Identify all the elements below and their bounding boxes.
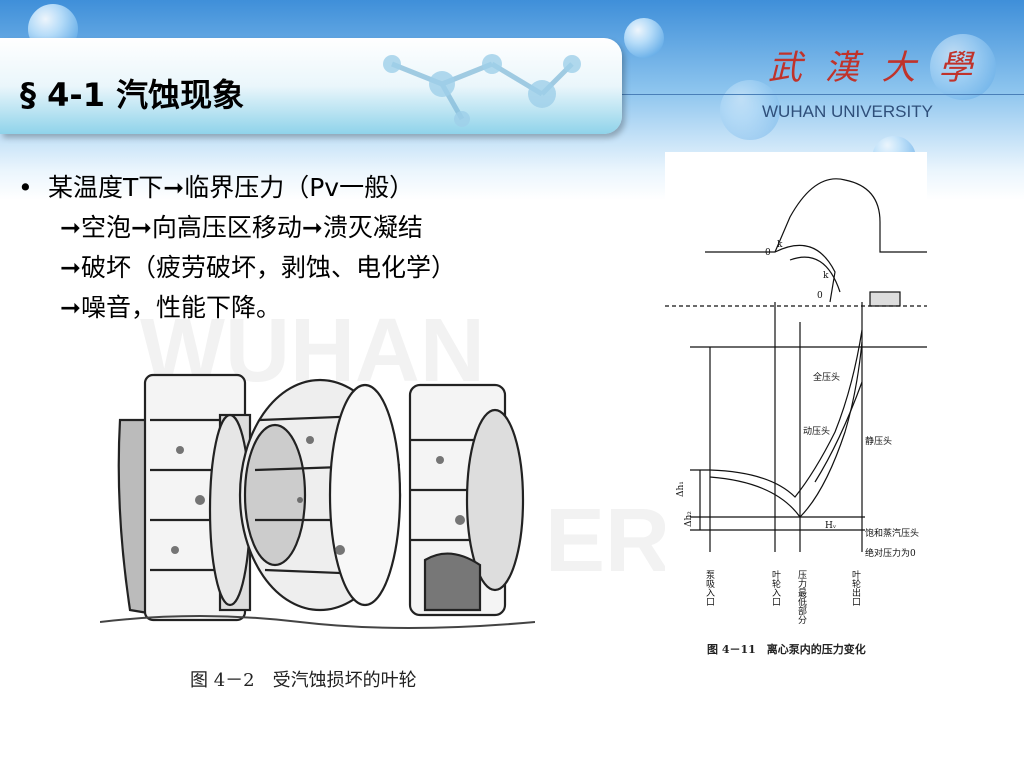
decor-bubble [624,18,664,58]
label-dh1: Δh₁ [676,481,686,497]
label-k1: k [777,240,783,250]
decor-bubble [930,34,996,100]
bullet-line: ➞破坏（疲劳破坏，剥蚀、电化学） [60,253,456,282]
bullet-line: ➞空泡➞向高压区移动➞溃灭凝结 [60,213,423,242]
decor-bubble [720,80,780,140]
header-divider [622,94,1024,95]
molecule-decoration [383,54,581,127]
university-logo-english: WUHAN UNIVERSITY [762,102,933,121]
bullet-line: ➞噪音，性能下降。 [60,293,281,322]
label-static-head: 静压头 [865,435,892,447]
label-hv: Hᵥ [825,521,837,531]
bullet-list: • 某温度T下➞临界压力（Pv一般） ➞空泡➞向高压区移动➞溃灭凝结 ➞破坏（疲… [18,168,658,328]
label-dynamic-head: 动压头 [803,426,830,437]
page-title: § 4-1 汽蚀现象 [20,76,245,114]
label-impeller-inlet: 叶轮入口 [770,570,781,606]
label-pump-inlet: 泵吸入口 [704,570,715,606]
pressure-diagram-svg: 全压头 动压头 静压头 Hᵥ 饱和蒸汽压头 绝对压力为0 Δh₁ Δh₂ k k… [665,178,927,625]
watermark-text: ER [545,491,671,591]
label-total-head: 全压头 [813,371,840,383]
label-k2: k [823,271,829,281]
bullet-line: 某温度T下➞临界压力（Pv一般） [48,173,415,202]
label-o2: 0 [817,291,823,301]
label-min-pressure: 压力最低部分 [796,570,807,625]
bullet-marker: • [18,173,33,202]
label-o1: 0 [765,248,771,258]
label-vapor-head: 饱和蒸汽压头 [865,527,919,539]
label-dh2: Δh₂ [684,511,694,527]
label-abs-zero: 绝对压力为0 [865,547,916,559]
label-impeller-outlet: 叶轮出口 [850,570,861,606]
university-logo-chinese: 武 漢 大 學 [768,48,979,88]
damaged-impeller-illustration [100,373,535,629]
title-bar [0,38,622,134]
pressure-variation-diagram: 全压头 动压头 静压头 Hᵥ 饱和蒸汽压头 绝对压力为0 Δh₁ Δh₂ k k… [665,152,927,652]
figure-left-caption: 图 4－2 受汽蚀损坏的叶轮 [190,670,417,691]
figure-right-caption: 图 4－11 离心泵内的压力变化 [707,643,866,656]
